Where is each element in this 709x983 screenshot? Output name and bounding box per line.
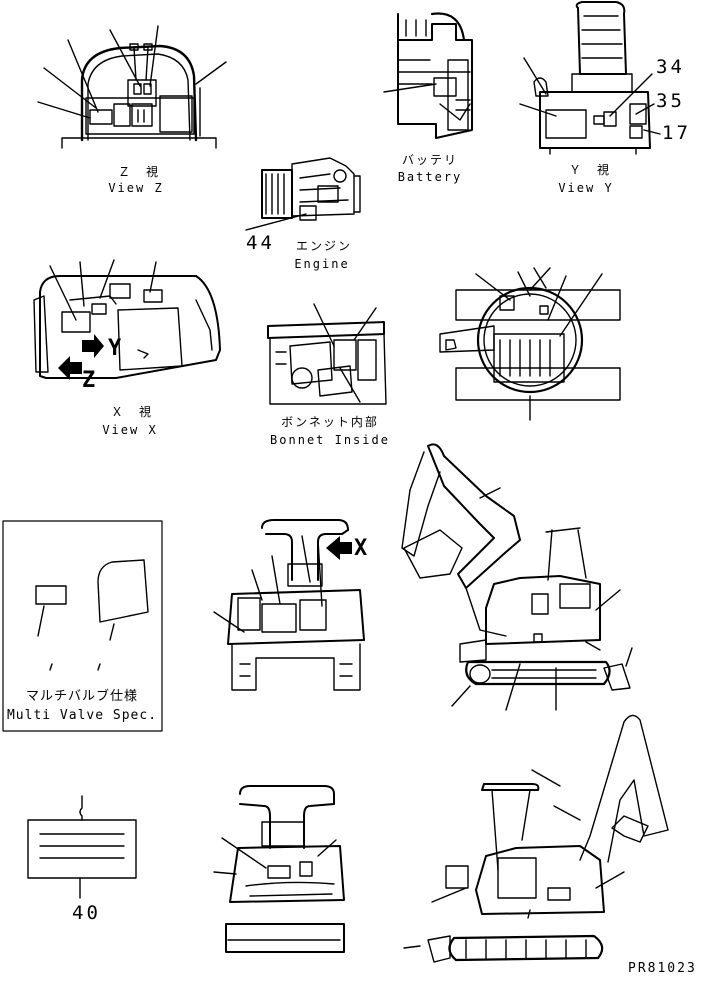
bonnet-inside-jp-label: ボンネット内部 bbox=[281, 415, 379, 429]
engine-jp-label: エンジン bbox=[295, 239, 353, 253]
machine-rear-x-drawing bbox=[213, 519, 365, 691]
machine-front-drawing bbox=[213, 785, 345, 953]
excavator-side-arm-drawing bbox=[401, 443, 521, 637]
arrow-x-icon bbox=[326, 536, 352, 560]
part-number-34: 34 bbox=[656, 56, 685, 78]
engine-en-label: Engine bbox=[294, 257, 350, 271]
excavator-side-body-drawing bbox=[451, 527, 633, 711]
drawing-code: PR81023 bbox=[628, 961, 697, 976]
excavator-bottom-drawing bbox=[403, 714, 669, 963]
multi-valve-frame bbox=[2, 520, 163, 732]
arrow-x-y-icon bbox=[82, 334, 104, 358]
view-x-drawing bbox=[33, 259, 221, 379]
multi-valve-jp-label: マルチバルブ仕様 bbox=[25, 689, 139, 704]
bonnet-inside-drawing bbox=[267, 303, 387, 405]
arrow-x-letter: X bbox=[354, 536, 368, 561]
top-view-drawing bbox=[439, 267, 621, 421]
view-y-jp-label: Ｙ 視 bbox=[568, 163, 612, 177]
view-x-jp-label: Ｘ 視 bbox=[110, 405, 154, 419]
battery-jp-label: バッテリ bbox=[401, 153, 459, 167]
arrow-x-z-icon bbox=[58, 356, 82, 380]
view-z-jp-label: Ｚ 視 bbox=[117, 165, 161, 179]
part-number-17: 17 bbox=[662, 122, 691, 144]
view-z-drawing bbox=[37, 25, 227, 149]
label-40-drawing bbox=[27, 795, 137, 899]
part-number-44: 44 bbox=[246, 232, 275, 254]
battery-en-label: Battery bbox=[397, 170, 463, 184]
arrow-z-letter: Z bbox=[82, 368, 96, 393]
part-number-35: 35 bbox=[656, 90, 685, 112]
view-y-drawing bbox=[519, 1, 661, 155]
arrow-y-letter: Y bbox=[108, 336, 122, 361]
bonnet-inside-en-label: Bonnet Inside bbox=[270, 433, 390, 447]
view-x-en-label: View X bbox=[102, 423, 158, 437]
view-z-en-label: View Z bbox=[108, 181, 164, 195]
multi-valve-en-label: Multi Valve Spec. bbox=[6, 708, 158, 723]
part-number-40: 40 bbox=[72, 902, 101, 924]
engine-drawing bbox=[245, 157, 361, 231]
view-y-en-label: View Y bbox=[558, 181, 614, 195]
battery-drawing bbox=[383, 12, 473, 139]
